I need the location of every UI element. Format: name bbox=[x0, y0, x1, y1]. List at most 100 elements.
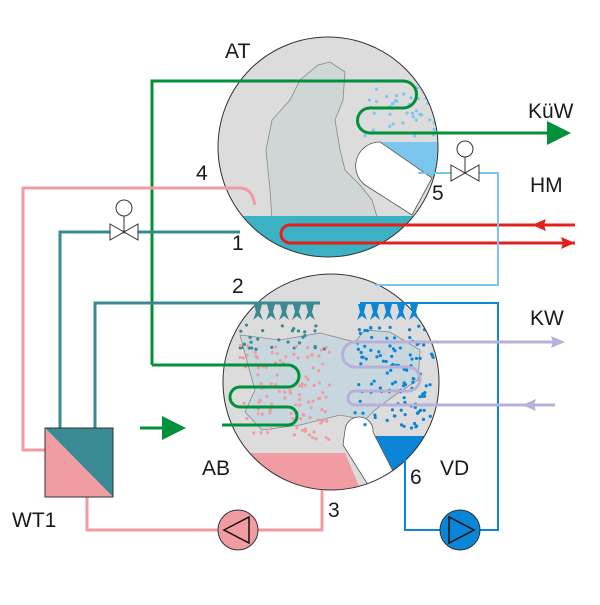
droplet bbox=[393, 380, 397, 384]
droplet bbox=[408, 336, 412, 340]
droplet bbox=[305, 345, 310, 350]
droplet bbox=[270, 402, 274, 406]
droplet bbox=[410, 357, 414, 361]
droplet bbox=[412, 377, 416, 381]
label-at: AT bbox=[225, 40, 250, 63]
droplet bbox=[388, 124, 392, 128]
droplet bbox=[303, 333, 307, 338]
droplet bbox=[277, 338, 281, 342]
cold-water-coil bbox=[341, 340, 555, 407]
droplet bbox=[402, 424, 406, 428]
refrigerant-valve-icon[interactable] bbox=[450, 140, 480, 182]
droplet bbox=[428, 118, 432, 122]
droplet bbox=[324, 345, 328, 349]
droplet bbox=[296, 329, 301, 333]
droplet bbox=[373, 413, 377, 417]
droplet bbox=[317, 381, 321, 385]
droplet bbox=[259, 431, 263, 435]
droplet bbox=[289, 411, 293, 416]
droplet bbox=[422, 408, 426, 413]
label-1: 1 bbox=[232, 232, 244, 255]
droplet bbox=[242, 342, 247, 346]
droplet bbox=[256, 337, 260, 341]
droplet bbox=[296, 356, 300, 360]
droplet bbox=[409, 96, 413, 100]
droplet bbox=[431, 86, 435, 90]
teal-line-2 bbox=[93, 301, 320, 428]
droplet bbox=[307, 433, 312, 437]
arrow-right-icon bbox=[561, 237, 575, 249]
label-4: 4 bbox=[196, 162, 208, 185]
droplet bbox=[250, 346, 254, 350]
droplet bbox=[303, 330, 307, 334]
droplet bbox=[249, 340, 253, 344]
droplet bbox=[321, 362, 325, 366]
droplet bbox=[256, 412, 260, 416]
droplet bbox=[306, 377, 310, 382]
spray-nozzle-icon bbox=[266, 304, 276, 320]
droplet bbox=[258, 398, 262, 402]
droplet bbox=[314, 437, 318, 441]
droplet bbox=[411, 380, 415, 385]
droplet bbox=[359, 362, 363, 366]
droplet bbox=[357, 328, 361, 332]
droplet bbox=[391, 362, 395, 367]
droplet bbox=[311, 399, 315, 403]
evaporator-liquid bbox=[375, 436, 430, 475]
droplet bbox=[422, 391, 426, 396]
droplet bbox=[327, 383, 332, 387]
droplet bbox=[385, 418, 389, 422]
droplet bbox=[358, 331, 362, 335]
droplet bbox=[274, 345, 278, 349]
refrigerant-pump-icon[interactable] bbox=[439, 509, 481, 551]
droplet bbox=[265, 394, 269, 399]
droplet bbox=[367, 98, 371, 102]
droplet bbox=[417, 324, 421, 328]
droplet bbox=[407, 328, 412, 332]
droplet bbox=[402, 367, 406, 371]
heat-exchanger-wt1 bbox=[44, 427, 114, 498]
spray-nozzle-icon bbox=[292, 304, 302, 320]
solution-pump-icon[interactable] bbox=[217, 509, 259, 551]
droplet bbox=[369, 382, 374, 386]
droplet bbox=[290, 329, 295, 333]
droplet bbox=[294, 344, 298, 349]
droplet bbox=[294, 403, 298, 407]
droplet bbox=[269, 427, 273, 431]
droplet bbox=[421, 394, 425, 398]
droplet bbox=[288, 391, 293, 395]
spray-nozzle-icon bbox=[383, 304, 393, 320]
droplet bbox=[391, 122, 395, 126]
pink-line-3 bbox=[85, 490, 324, 532]
evaporator-sprayers bbox=[357, 304, 419, 320]
droplet bbox=[433, 105, 438, 109]
droplet bbox=[422, 343, 426, 347]
droplet bbox=[408, 353, 412, 357]
droplet bbox=[399, 408, 403, 412]
cooling-water-coil-absorber bbox=[152, 363, 301, 427]
label-kuew: KüW bbox=[528, 100, 574, 123]
evaporator-circuit bbox=[360, 302, 499, 531]
pink-line-4 bbox=[21, 186, 257, 452]
droplet bbox=[266, 430, 270, 435]
trough-tube bbox=[355, 141, 433, 216]
label-3: 3 bbox=[328, 499, 340, 522]
expansion-valve-icon[interactable] bbox=[109, 199, 139, 241]
droplet bbox=[288, 389, 292, 393]
spray-nozzle-icon bbox=[279, 304, 289, 320]
droplet bbox=[292, 346, 296, 350]
droplet bbox=[308, 415, 312, 420]
droplet bbox=[418, 395, 422, 399]
droplet bbox=[301, 413, 305, 417]
droplet bbox=[372, 379, 376, 383]
droplet bbox=[353, 411, 357, 415]
droplet bbox=[297, 397, 302, 401]
droplet bbox=[378, 353, 382, 358]
droplet bbox=[361, 411, 365, 415]
droplet bbox=[292, 352, 296, 357]
droplet bbox=[363, 344, 367, 348]
droplet bbox=[254, 354, 258, 358]
droplet bbox=[245, 416, 249, 421]
droplet bbox=[360, 355, 364, 359]
